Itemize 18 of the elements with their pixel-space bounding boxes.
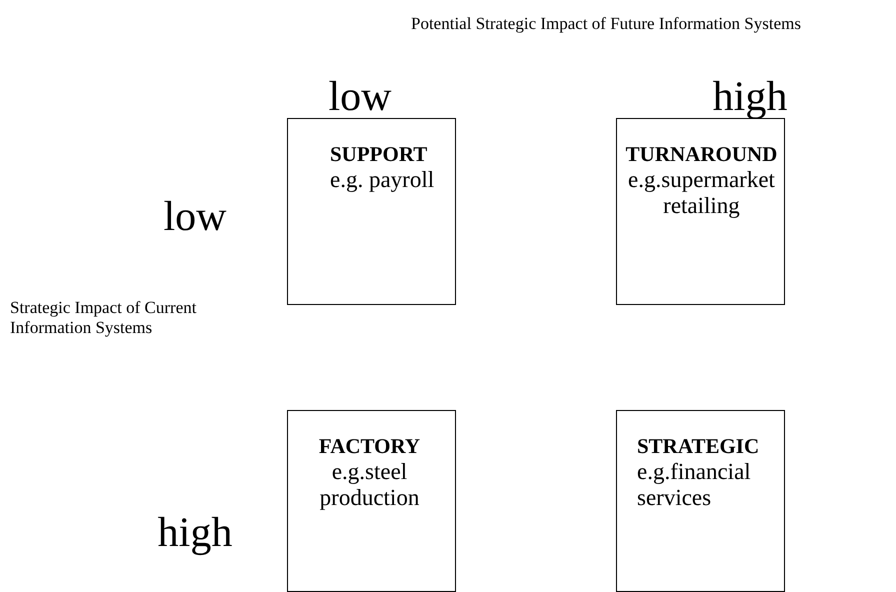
quadrant-box bbox=[616, 410, 785, 592]
quadrant-heading: SUPPORT bbox=[330, 141, 428, 167]
quadrant-example: e.g.financial services bbox=[637, 459, 752, 511]
column-axis-label: high bbox=[712, 73, 788, 122]
row-axis-label: high bbox=[156, 509, 234, 558]
quadrant-heading: FACTORY bbox=[318, 433, 422, 459]
row-axis-label: low bbox=[162, 193, 228, 242]
quadrant-example: e.g.supermarket retailing bbox=[627, 167, 776, 219]
quadrant-heading: TURNAROUND bbox=[624, 141, 778, 167]
column-axis-label: low bbox=[328, 73, 392, 122]
chart-title: Potential Strategic Impact of Future Information Systems bbox=[410, 14, 802, 34]
quadrant-box bbox=[616, 118, 785, 305]
quadrant-example: e.g. payroll bbox=[330, 167, 436, 193]
quadrant-heading: STRATEGIC bbox=[637, 433, 760, 459]
axis-title: Strategic Impact of Current Information Systems bbox=[10, 298, 198, 339]
quadrant-box bbox=[287, 410, 456, 592]
quadrant-box bbox=[287, 118, 456, 305]
quadrant-example: e.g.steel production bbox=[318, 459, 420, 511]
